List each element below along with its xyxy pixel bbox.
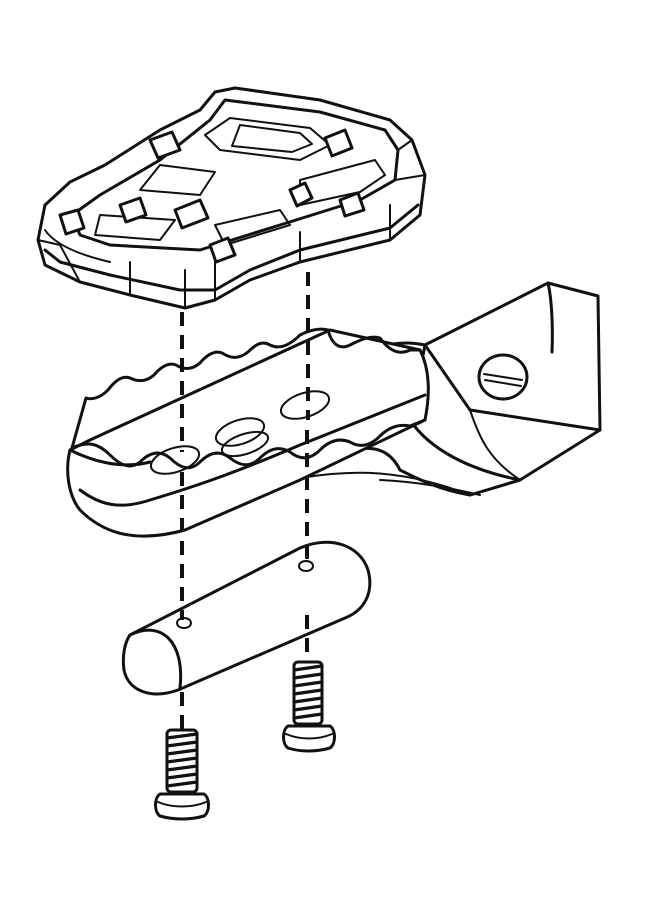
footpeg-body [66, 281, 602, 538]
alignment-lines [180, 272, 310, 730]
screw-right [282, 660, 336, 753]
footpeg-top-pad [36, 86, 427, 310]
screw-left [154, 728, 210, 821]
mounting-block [121, 540, 372, 696]
